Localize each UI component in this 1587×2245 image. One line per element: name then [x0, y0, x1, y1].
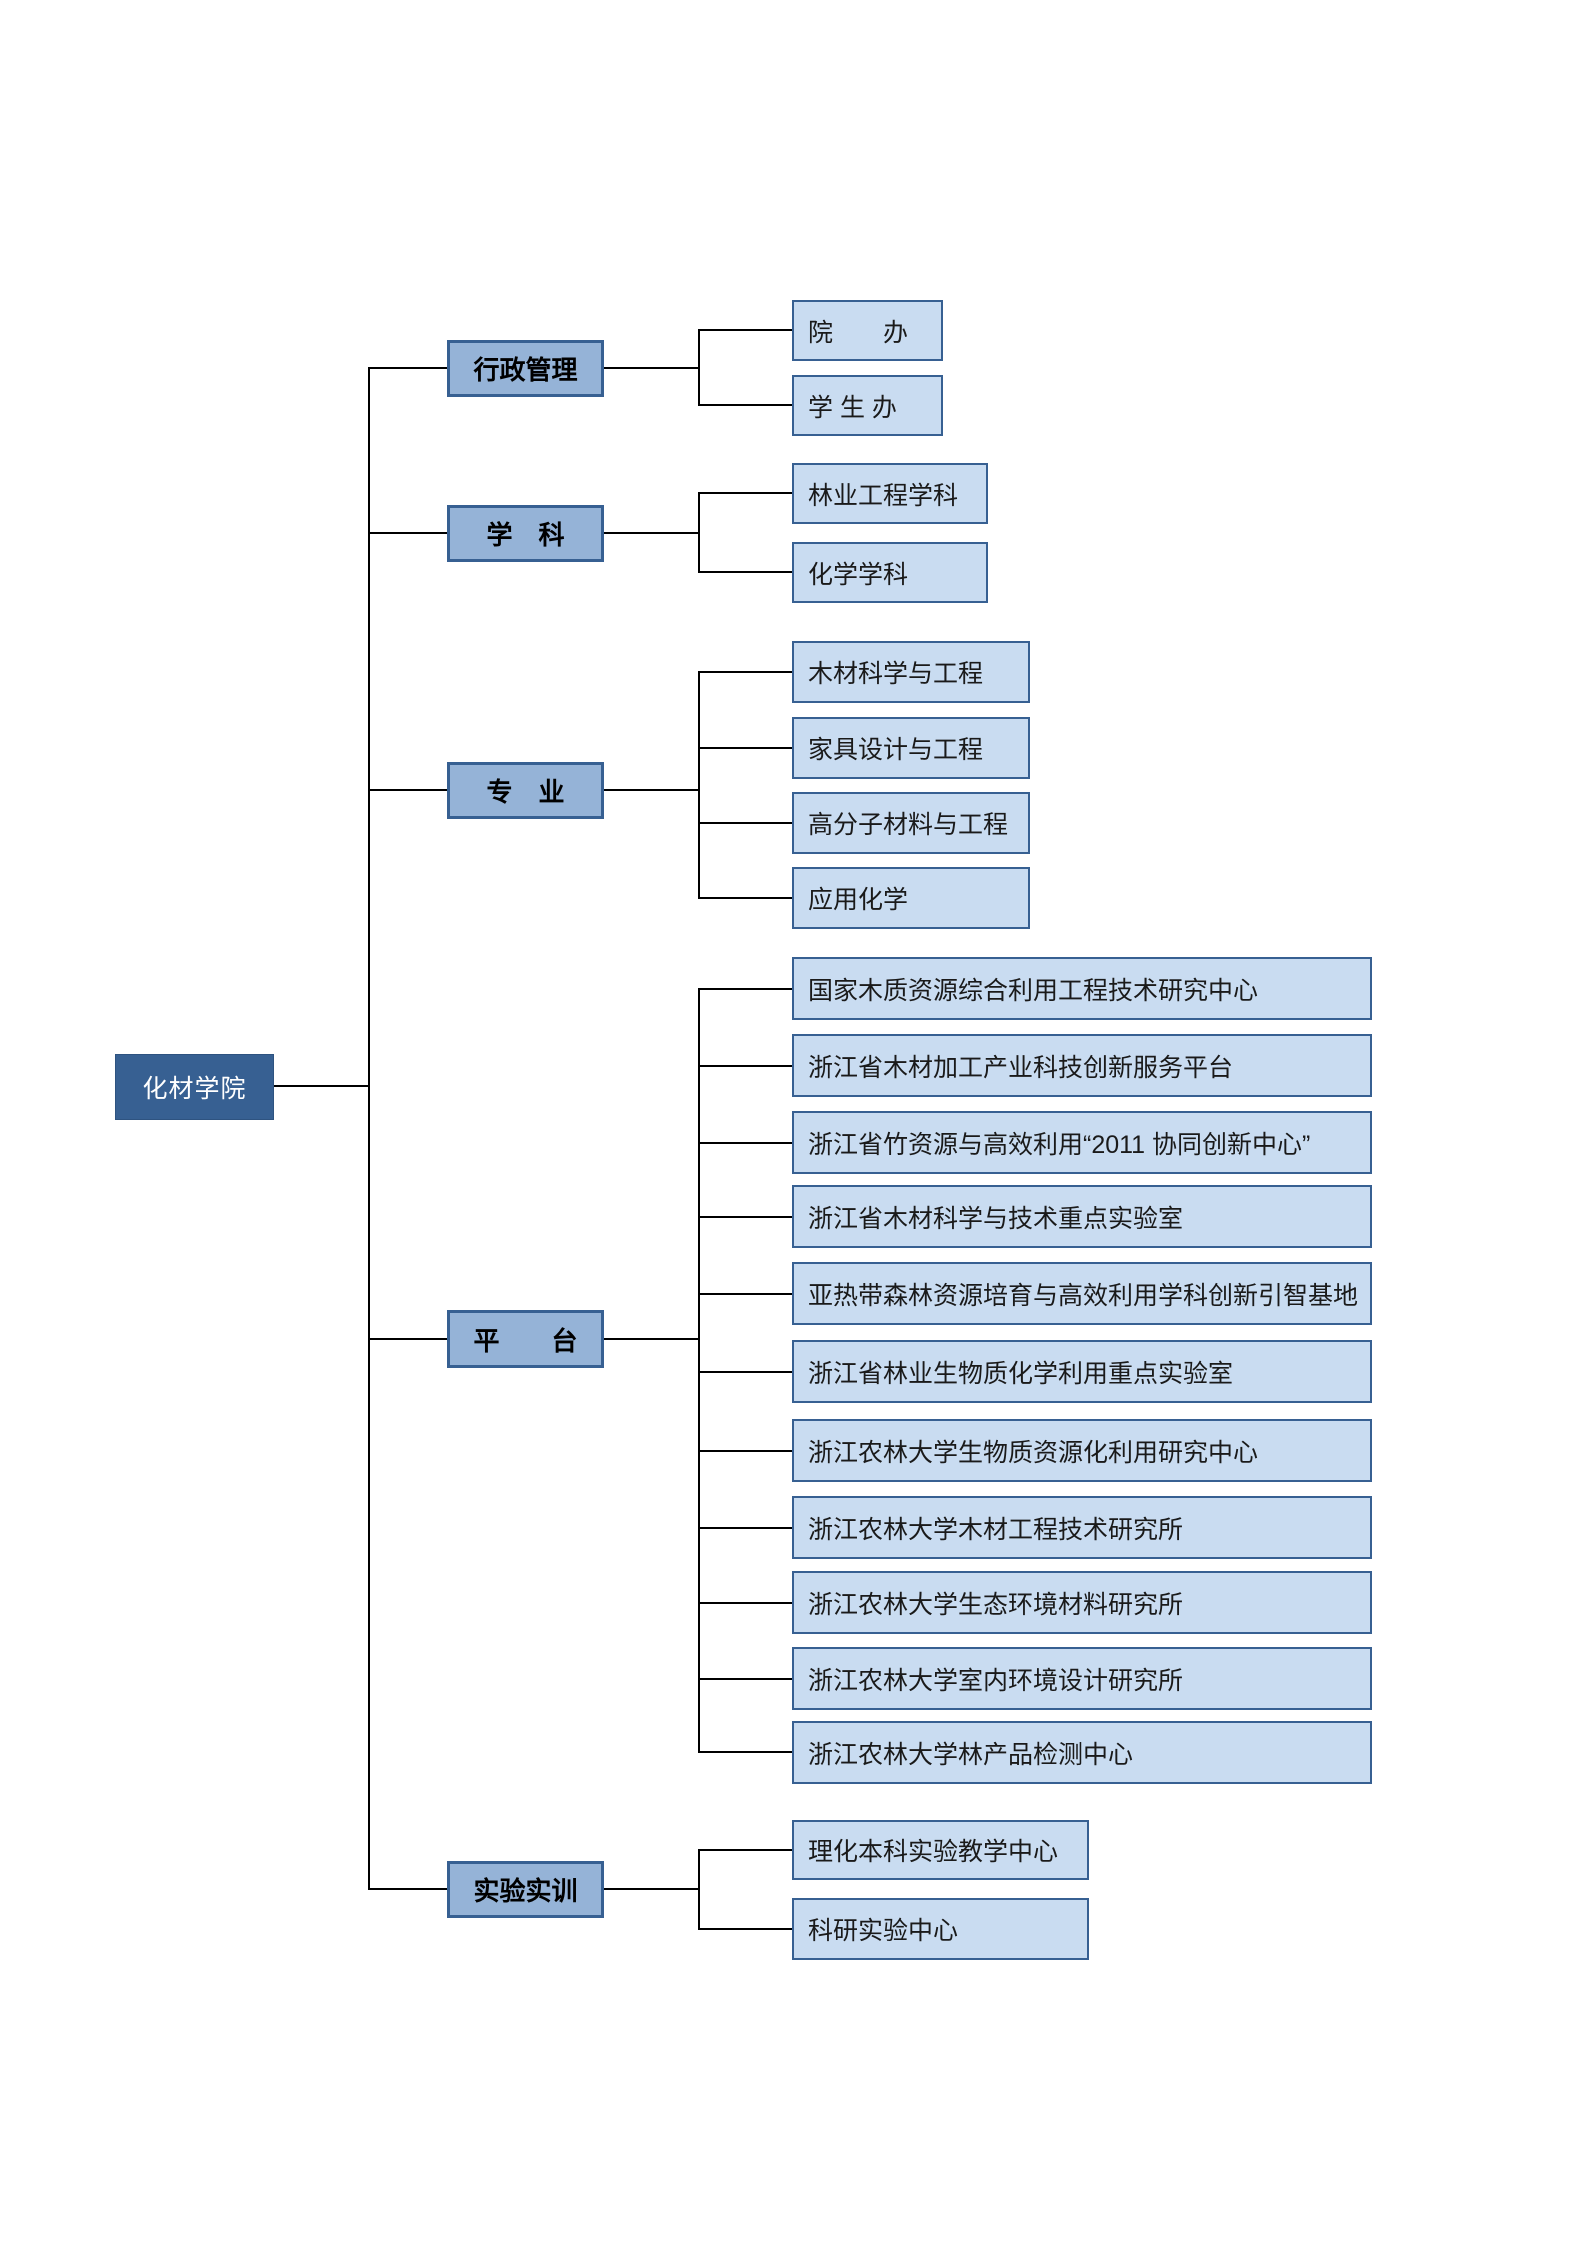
connector-line — [698, 671, 792, 673]
leaf-box: 浙江农林大学林产品检测中心 — [792, 1721, 1372, 1784]
connector-line — [368, 1888, 447, 1890]
branch-platform: 平 台 — [447, 1310, 604, 1368]
leaf-box: 浙江农林大学生物质资源化利用研究中心 — [792, 1419, 1372, 1482]
connector-line — [698, 1142, 792, 1144]
leaf-box: 浙江农林大学室内环境设计研究所 — [792, 1647, 1372, 1710]
connector-line — [698, 1602, 792, 1604]
leaf-box: 浙江省竹资源与高效利用“2011 协同创新中心” — [792, 1111, 1372, 1174]
connector-line — [698, 1371, 792, 1373]
connector-line — [274, 1085, 369, 1087]
branch-administration: 行政管理 — [447, 340, 604, 397]
leaf-box: 科研实验中心 — [792, 1898, 1089, 1960]
connector-line — [698, 671, 700, 899]
leaf-box: 浙江省林业生物质化学利用重点实验室 — [792, 1340, 1372, 1403]
leaf-box: 林业工程学科 — [792, 463, 988, 524]
leaf-box: 浙江农林大学木材工程技术研究所 — [792, 1496, 1372, 1559]
connector-line — [698, 492, 700, 573]
leaf-box: 应用化学 — [792, 867, 1030, 929]
connector-line — [368, 367, 447, 369]
connector-line — [698, 1849, 792, 1851]
connector-line — [698, 492, 792, 494]
connector-line — [698, 1928, 792, 1930]
connector-line — [604, 1338, 698, 1340]
connector-line — [698, 329, 792, 331]
connector-line — [604, 367, 698, 369]
root-node: 化材学院 — [115, 1054, 274, 1120]
leaf-box: 学 生 办 — [792, 375, 943, 436]
branch-major: 专 业 — [447, 762, 604, 819]
leaf-box: 化学学科 — [792, 542, 988, 603]
leaf-box: 理化本科实验教学中心 — [792, 1820, 1089, 1880]
connector-line — [368, 1338, 447, 1340]
connector-line — [368, 789, 447, 791]
connector-line — [698, 822, 792, 824]
connector-line — [698, 1678, 792, 1680]
connector-line — [604, 1888, 698, 1890]
leaf-box: 浙江省木材加工产业科技创新服务平台 — [792, 1034, 1372, 1097]
leaf-box: 浙江农林大学生态环境材料研究所 — [792, 1571, 1372, 1634]
leaf-box: 院 办 — [792, 300, 943, 361]
connector-line — [698, 1065, 792, 1067]
connector-line — [698, 571, 792, 573]
connector-line — [368, 532, 447, 534]
connector-line — [604, 532, 698, 534]
connector-line — [698, 329, 700, 406]
connector-line — [698, 747, 792, 749]
connector-line — [698, 1751, 792, 1753]
connector-line — [604, 789, 698, 791]
connector-line — [698, 1849, 700, 1930]
connector-line — [698, 897, 792, 899]
connector-line — [698, 1527, 792, 1529]
connector-line — [698, 1216, 792, 1218]
connector-line — [698, 988, 700, 1753]
leaf-box: 浙江省木材科学与技术重点实验室 — [792, 1185, 1372, 1248]
connector-line — [698, 1293, 792, 1295]
connector-line — [698, 988, 792, 990]
connector-line — [368, 367, 370, 1889]
leaf-box: 家具设计与工程 — [792, 717, 1030, 779]
leaf-box: 高分子材料与工程 — [792, 792, 1030, 854]
leaf-box: 国家木质资源综合利用工程技术研究中心 — [792, 957, 1372, 1020]
leaf-box: 亚热带森林资源培育与高效利用学科创新引智基地 — [792, 1262, 1372, 1325]
branch-lab-training: 实验实训 — [447, 1861, 604, 1918]
connector-line — [698, 1450, 792, 1452]
leaf-box: 木材科学与工程 — [792, 641, 1030, 703]
connector-line — [698, 404, 792, 406]
branch-discipline: 学 科 — [447, 505, 604, 562]
